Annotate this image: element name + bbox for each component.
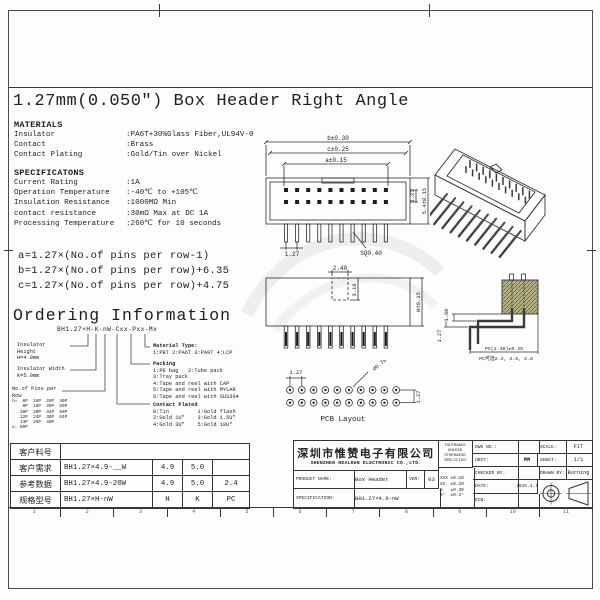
- drawn-by-label: DRAWN BY:: [538, 467, 567, 480]
- customer-table-cell: [61, 444, 249, 460]
- front-view-legs: [283, 223, 388, 243]
- dim-b-label: b±0.30: [327, 135, 349, 142]
- product-name-label: PRODUCT NAME:: [294, 471, 355, 489]
- spec-row: Processing Temperature:260℃ for 10 secon…: [14, 219, 222, 228]
- spec-row: contact resistance:30mΩ Max at DC 1A: [14, 209, 209, 218]
- dim-section-bottom-label: 1.27: [437, 330, 443, 343]
- drawn-by-value: Burning: [565, 467, 592, 480]
- ordering-leader-lines: [62, 334, 150, 405]
- dim-section-top-label: 1.00: [444, 309, 450, 322]
- company-name-cn: 深圳市惟赞电子有限公司: [297, 447, 435, 460]
- isometric-view-drawing: [430, 148, 546, 259]
- front-view-pins: [284, 188, 388, 204]
- checked-by-label: CHECKED BY:: [473, 467, 519, 480]
- dim-c-label: c±0.25: [327, 146, 349, 153]
- dim-slot-width-label: 2.40: [333, 265, 348, 272]
- specification-label: SPECIFICATION:: [294, 489, 355, 507]
- sheet-value: 1/1: [565, 454, 592, 467]
- dim-pcb-pitch-label: 1.27: [289, 369, 302, 376]
- materials-row: Contact Plating:Gold/Tin over Nickel: [14, 151, 222, 160]
- tolerance-values: XXX ±0.10 XX ±0.20 X ±0.30 X° ±0.3°: [438, 468, 475, 507]
- unit-label: UNIT:: [473, 454, 519, 467]
- ordering-part-code: BH1.27×H-K-nW-Cxx-Pxx-Mx: [57, 326, 158, 333]
- materials-row: Contact:Brass: [14, 141, 154, 150]
- dim-slot-height-label: 3.18: [351, 283, 358, 296]
- customer-table-cell: BH1.27×4.9-__W: [61, 460, 153, 476]
- top-view-legs: [283, 325, 389, 349]
- dwg-no-label: DWG NO.:: [473, 441, 519, 454]
- callout-pin-count: No.of Pins per Row n= 6P 16P 26P 40P 8P …: [12, 386, 68, 431]
- tolerance-heading: TOLERANCE UNLESS OTHERWISE SPECIFIED: [438, 441, 473, 468]
- version-label: VER:: [405, 471, 425, 489]
- center-mark-top-left: [159, 4, 160, 17]
- specification-value: BH1.27×4.9-nW: [353, 489, 441, 507]
- materials-row: Insulator:PA6T+30%Glass Fiber,UL94V-0: [14, 131, 254, 139]
- dim-pcb-row-label: 1.27: [415, 390, 422, 403]
- dim-a-label: a±0.15: [325, 157, 347, 164]
- ordering-heading: Ordering Information: [13, 306, 232, 325]
- dimension-formulas: a=1.27×(No.of pins per row-1) b=1.27×(No…: [18, 249, 229, 294]
- callout-contact-plated: Contact Plated 0:Tin 1:Gold flash 2:Gold…: [153, 402, 236, 428]
- customer-table-cell: BH1.27×H-nW: [61, 492, 153, 508]
- dim-height-label: 5.4±0.15: [421, 188, 428, 214]
- customer-table-cell: BH1.27×4.9-20W: [61, 476, 153, 492]
- customer-table-label: 参考数据: [11, 476, 61, 492]
- scale-label: SCALE:: [538, 441, 567, 454]
- dwg-no-value: [517, 441, 540, 454]
- projection-symbol-cell: [538, 480, 592, 507]
- company-cell: 深圳市惟赞电子有限公司 SHENZHEN REALRUN ELECTRONIC …: [294, 441, 439, 471]
- callout-insulator-height: Insulator Height H=4.9mm: [17, 342, 46, 362]
- pcb-holes: [286, 386, 401, 407]
- sheet-label: SHEET:: [538, 454, 567, 467]
- section-view-drawing: 1.00 1.27 PC(2.40)±0.25 PC可选2.4, 2.6, 2.…: [437, 273, 539, 362]
- formula-b: b=1.27×(No.of pins per row)+6.35: [18, 265, 230, 277]
- specifications-heading: SPECIFICATONS: [14, 168, 85, 178]
- pcb-layout-drawing: 1.27 ∅0.70 1.27 PCB Layout: [286, 360, 422, 424]
- top-view-drawing: 2.40 3.18 H±0.15: [265, 265, 424, 349]
- unit-value: MM: [517, 454, 538, 467]
- spec-row: Insulation Resistance:1000MΩ Min: [14, 199, 177, 208]
- scale-value: FIT: [565, 441, 592, 454]
- materials-section: MATERIALS Insulator:PA6T+30%Glass Fiber,…: [14, 120, 254, 161]
- materials-heading: MATERIALS: [14, 120, 63, 130]
- callout-packing: Packing 1:PE bag 2:Tube pack 3:Tray pack…: [153, 361, 239, 400]
- product-name-value: Box Header: [353, 471, 407, 489]
- title-block: 深圳市惟赞电子有限公司 SHENZHEN REALRUN ELECTRONIC …: [293, 440, 593, 509]
- date-label: DATE:: [473, 480, 519, 494]
- page-title: 1.27mm(0.050″) Box Header Right Angle: [13, 92, 409, 111]
- dim-body-height-label: H±0.15: [415, 292, 422, 312]
- formula-c: c=1.27×(No.of pins per row)+4.75: [18, 280, 230, 292]
- dim-pcb-hole-label: ∅0.70: [371, 360, 388, 373]
- specifications-section: SPECIFICATONS Current Rating:1A Operatio…: [14, 168, 221, 229]
- spec-row: Current Rating:1A: [14, 179, 140, 187]
- customer-table-label: 客户需求: [11, 460, 61, 476]
- callout-insulator-width: Insulator Width K=5.0mm: [17, 366, 65, 379]
- sheet-border: [8, 10, 593, 589]
- version-value: 03: [425, 471, 439, 489]
- ecn-label: ECN:: [473, 494, 519, 507]
- formula-a: a=1.27×(No.of pins per row-1): [18, 250, 210, 262]
- pcb-layout-caption: PCB Layout: [320, 416, 365, 424]
- company-name-en: SHENZHEN REALRUN ELECTRONIC CO.,LTD.: [310, 461, 422, 466]
- third-angle-projection-icon: [540, 481, 591, 506]
- dim-row-label: 1.27: [409, 189, 416, 202]
- spec-row: Operation Temperature:-40℃ to +105℃: [14, 189, 198, 198]
- dim-pin-label: SQ0.40: [360, 250, 382, 257]
- header-divider: [8, 87, 592, 88]
- center-mark-left: [4, 250, 13, 251]
- dim-pc-options-label: PC可选2.4, 2.6, 2.8: [479, 355, 533, 362]
- ecn-value: [517, 494, 540, 507]
- center-mark-right: [587, 250, 596, 251]
- date-value: 2015.4.7: [517, 480, 538, 494]
- callout-material-type: Material Type: 1:PBT 2:PA6T 3:PA9T 4:LCP: [153, 343, 233, 356]
- dim-pitch-label: 1.27: [285, 251, 300, 258]
- dim-pc-label: PC(2.40)±0.25: [485, 346, 523, 352]
- checked-by-value: [517, 467, 540, 480]
- customer-table: 客户料号 客户需求 BH1.27×4.9-__W 4.9 5.0 参考数据 BH…: [10, 443, 250, 509]
- front-view-drawing: b±0.30 c±0.25 a±0.15 1.27 SQ0.40 1.27 5.…: [263, 135, 430, 258]
- center-mark-top-right: [429, 4, 430, 17]
- customer-table-label: 客户料号: [11, 444, 61, 460]
- customer-table-label: 规格型号: [11, 492, 61, 508]
